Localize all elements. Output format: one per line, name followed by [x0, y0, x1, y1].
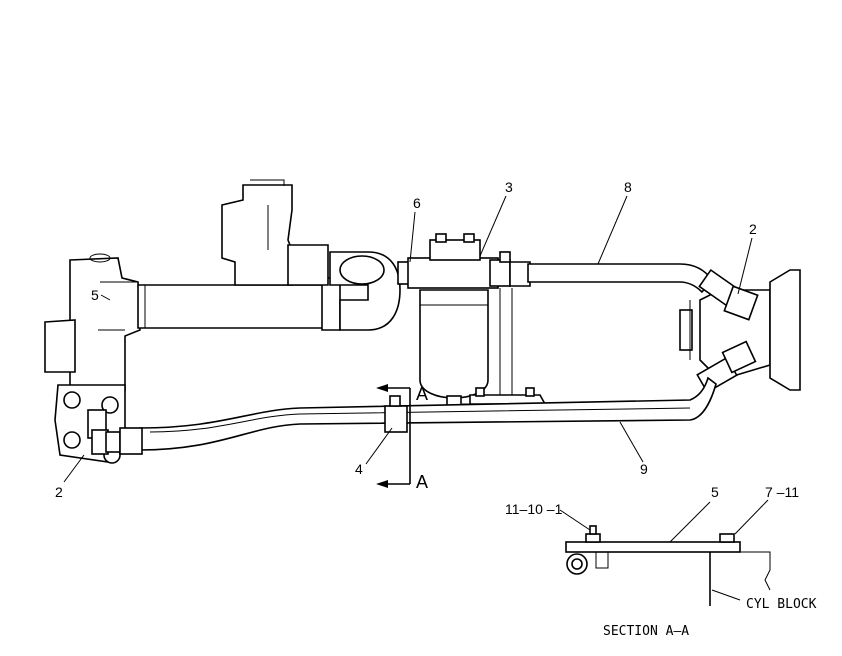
elbow-fitting — [329, 251, 401, 331]
left-manifold-housing — [44, 253, 141, 393]
upper-valve-body — [221, 179, 329, 286]
section-aa-detail — [559, 499, 771, 606]
callout-4: 4 — [355, 461, 363, 477]
callout-2-right: 2 — [749, 221, 757, 237]
section-title: SECTION A–A — [603, 624, 689, 639]
cyl-block-label: CYL BLOCK — [746, 597, 817, 612]
callout-7-11: 7 –11 — [765, 484, 799, 500]
callout-8: 8 — [624, 179, 632, 195]
upper-hose — [509, 261, 714, 294]
upper-air-tube — [137, 277, 341, 331]
callout-2-left: 2 — [55, 484, 63, 500]
section-line-aa — [376, 384, 411, 488]
section-mark-a-bottom: A — [416, 472, 428, 492]
hose-clamp — [384, 395, 408, 433]
callout-9: 9 — [640, 461, 648, 477]
lower-left-hose-fitting — [91, 427, 143, 455]
leader-lines — [63, 195, 753, 483]
section-mark-a-top: A — [416, 384, 428, 404]
callout-3: 3 — [505, 179, 513, 195]
callout-11-10-1: 11–10 –1 — [505, 501, 563, 517]
right-upper-fitting — [698, 268, 759, 321]
callout-6: 6 — [413, 195, 421, 211]
filter-assembly — [397, 233, 511, 407]
callout-5-section: 5 — [711, 484, 719, 500]
callout-5-left: 5 — [91, 287, 99, 303]
lower-hose — [139, 376, 717, 451]
